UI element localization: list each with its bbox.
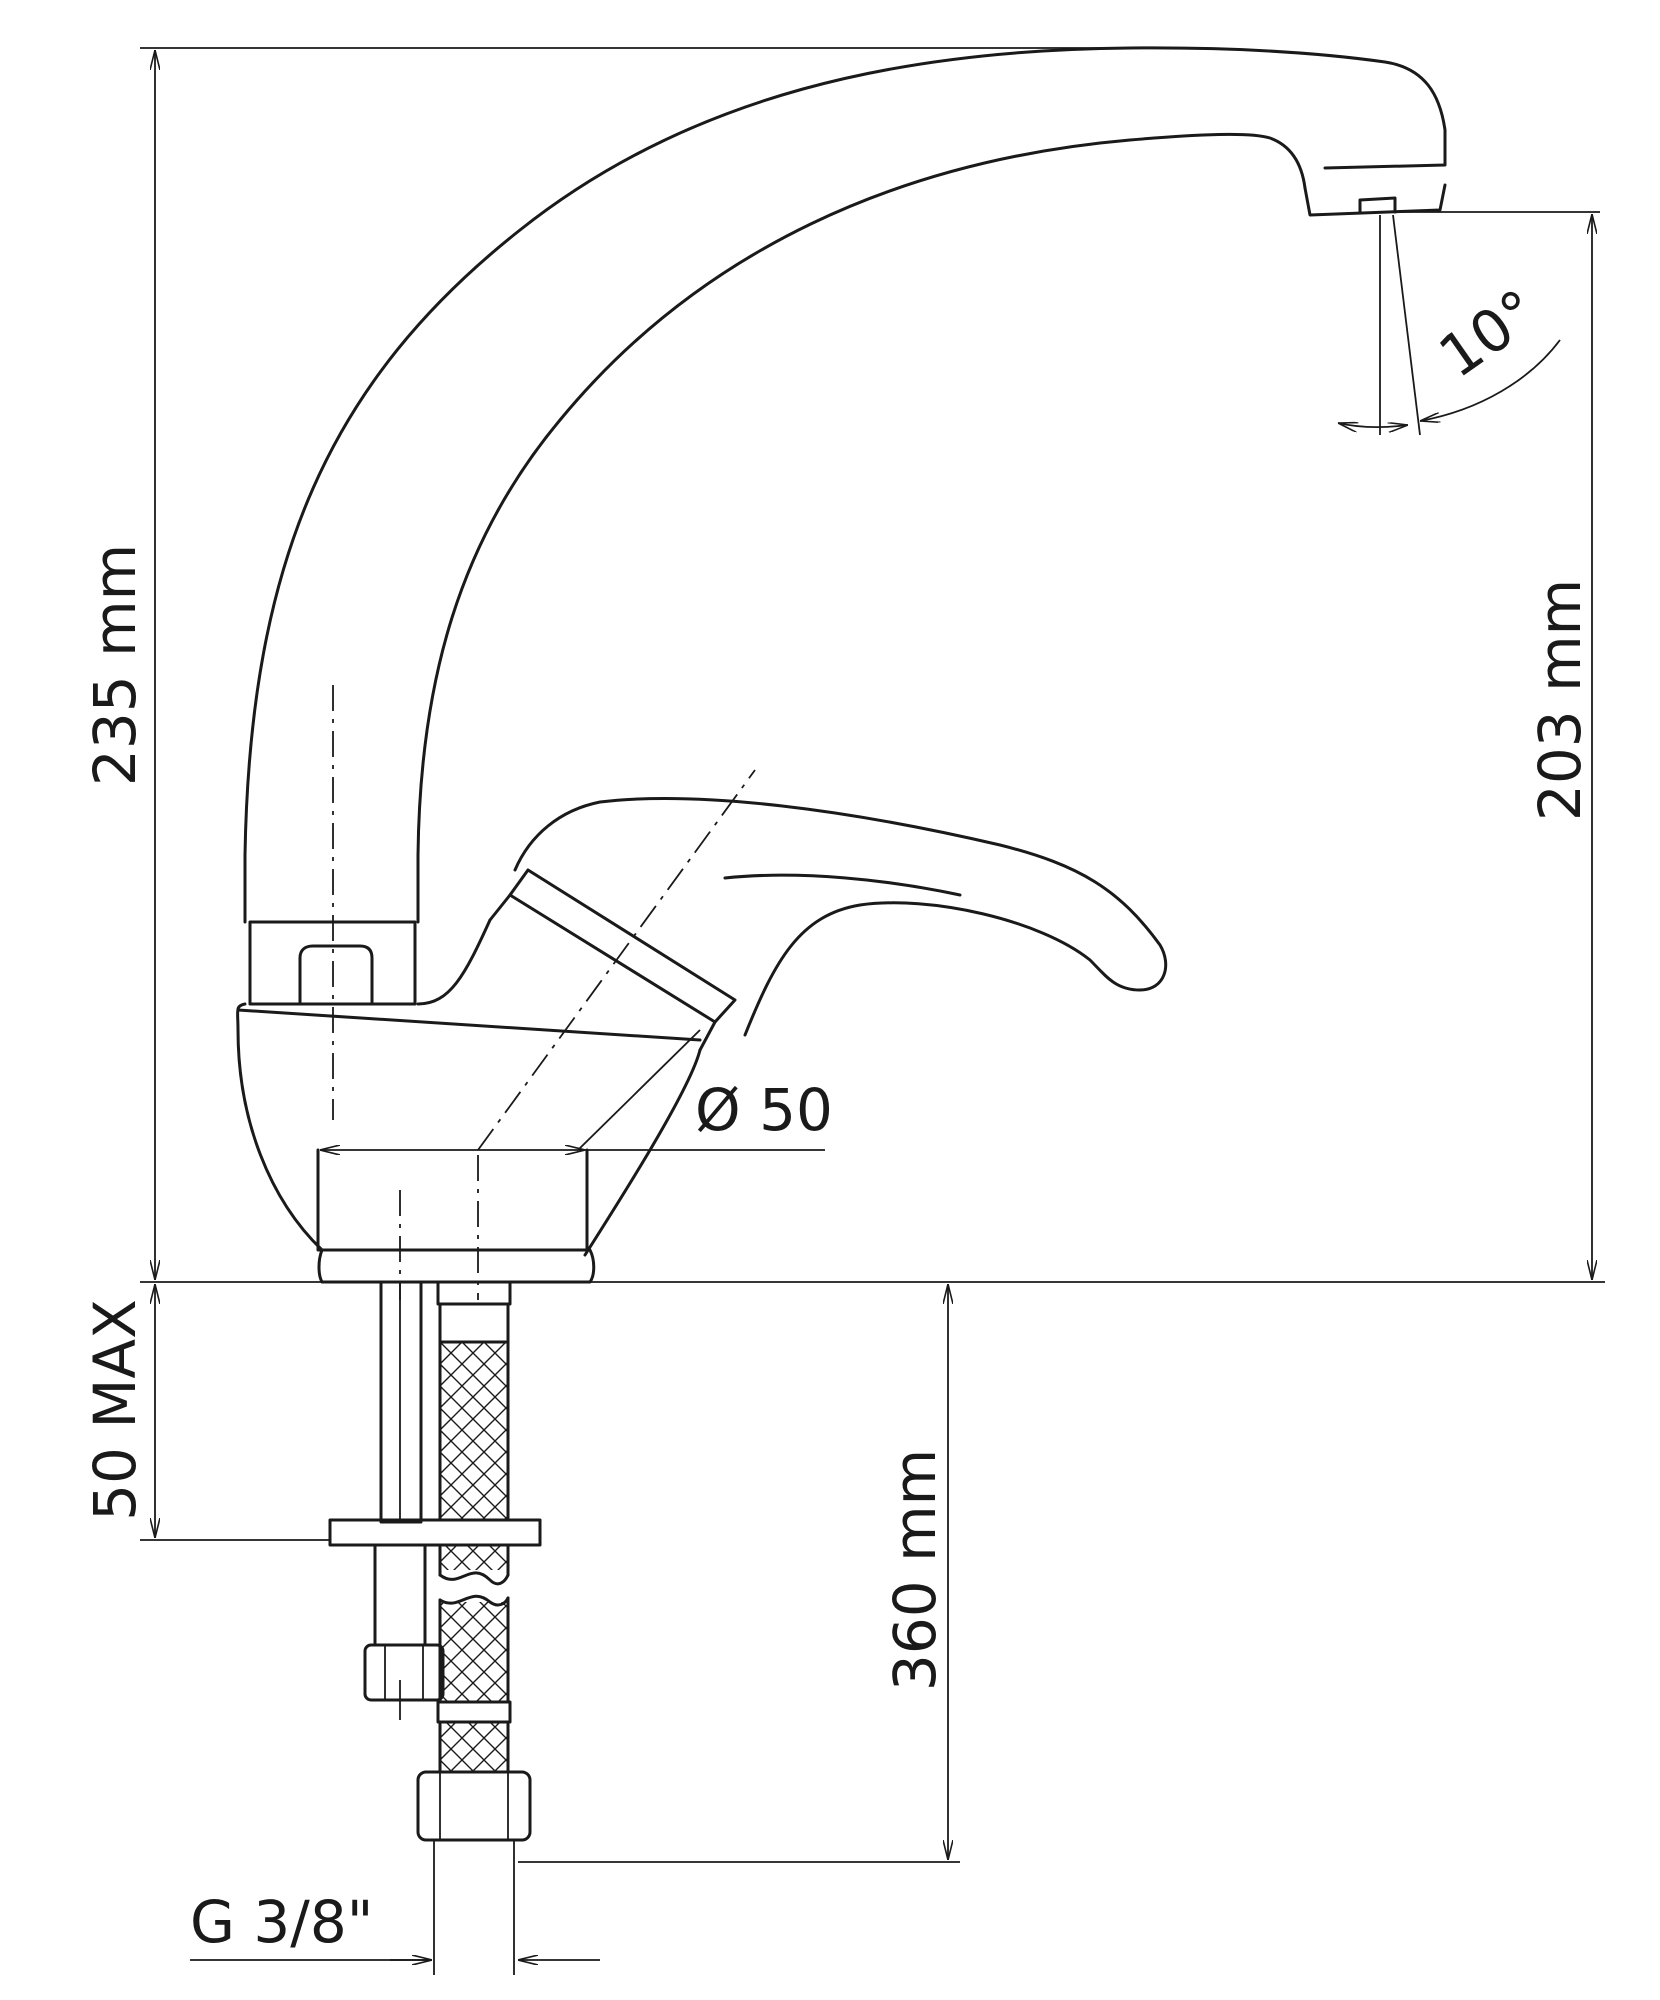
total-height-label: 235 mm: [81, 544, 149, 786]
base-diameter-label: Ø 50: [695, 1076, 833, 1144]
spout-angle-label: 10°: [1427, 276, 1550, 391]
hose-length-label: 360 mm: [881, 1449, 949, 1691]
faucet-outline: [236, 46, 1447, 1300]
dimension-lines: [140, 47, 1605, 1975]
dimension-labels: 235 mm 203 mm 50 MAX 360 mm Ø 50 G 3/8" …: [81, 276, 1594, 1956]
connection-thread-label: G 3/8": [190, 1888, 373, 1956]
max-deck-thickness-label: 50 MAX: [81, 1299, 149, 1521]
spout-height-label: 203 mm: [1526, 579, 1594, 821]
under-sink-parts: [328, 1280, 542, 1862]
